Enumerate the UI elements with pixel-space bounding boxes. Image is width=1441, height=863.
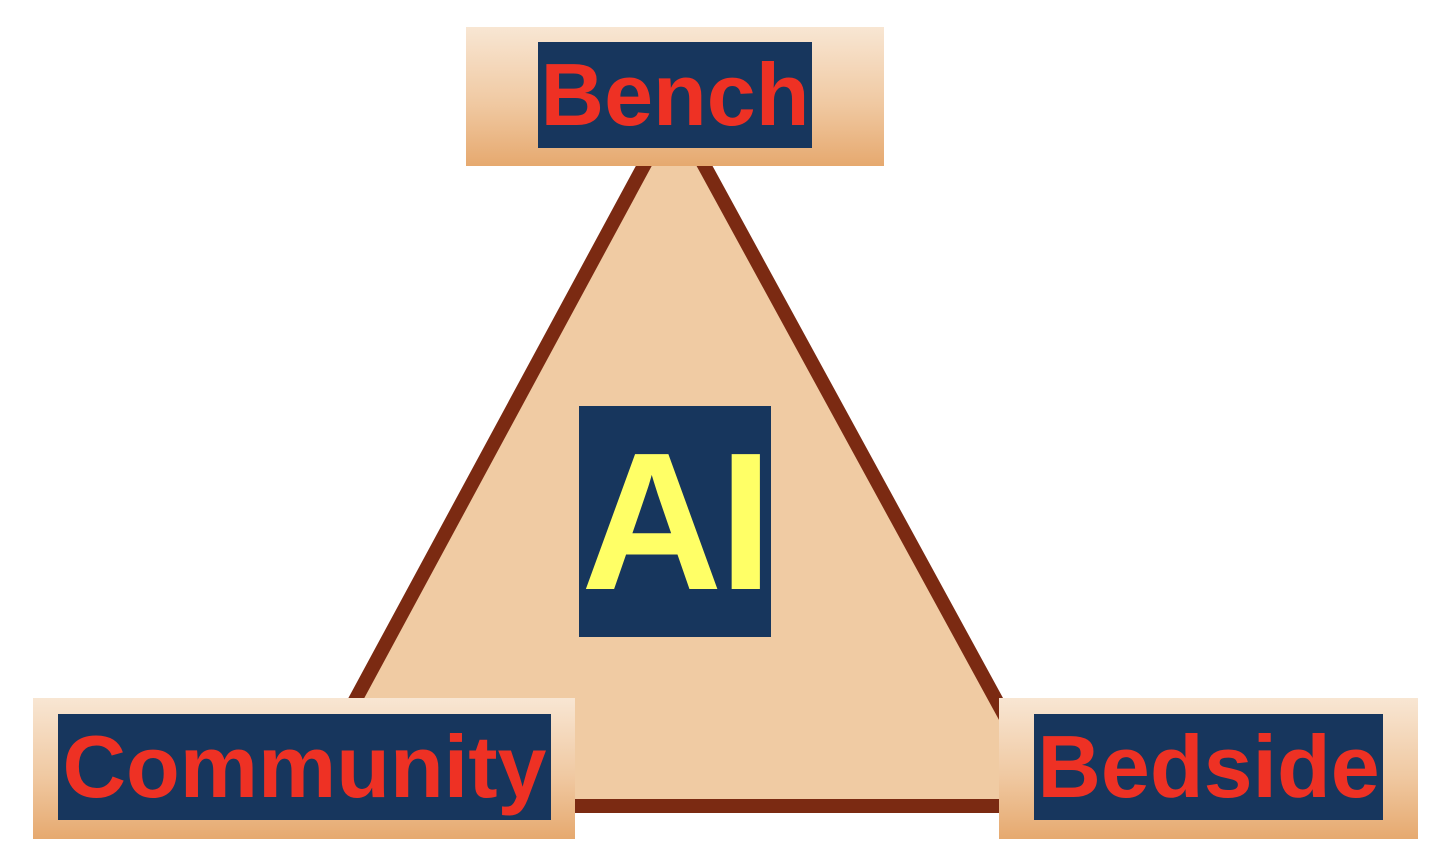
- center-ai-label: AI: [579, 406, 773, 637]
- bedside-label: Bedside: [1034, 714, 1383, 820]
- bench-label: Bench: [538, 42, 812, 148]
- community-label: Community: [58, 714, 551, 820]
